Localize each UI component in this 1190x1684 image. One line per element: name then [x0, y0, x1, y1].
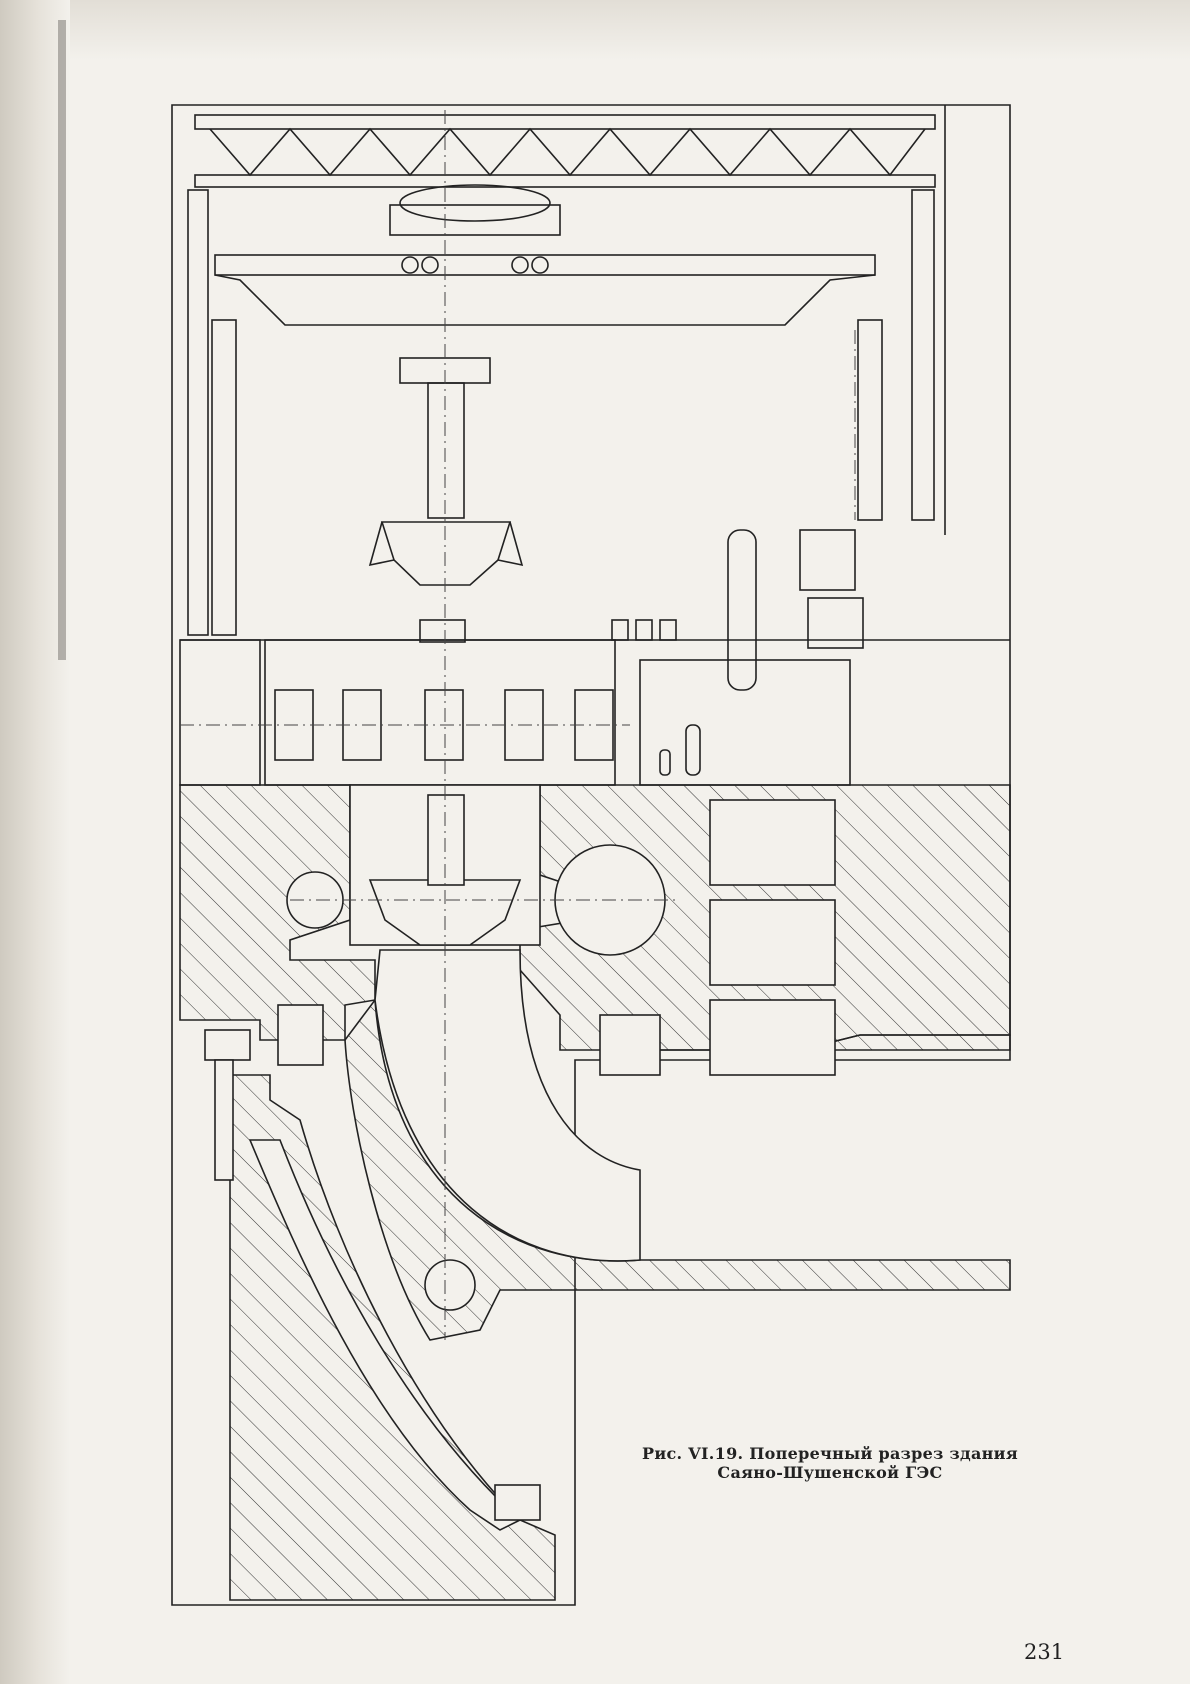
figure-caption: Рис. VI.19. Поперечный разрез здания Сая… [620, 1444, 1040, 1482]
gallery-void-1 [710, 800, 835, 885]
gallery-void-2 [710, 900, 835, 985]
gallery-void-5 [278, 1005, 323, 1065]
intake-lower-equipment [495, 1485, 540, 1520]
drain-pipe-circle [425, 1260, 475, 1310]
concrete-main-mass [180, 785, 375, 1040]
intake-gate-shaft [215, 1060, 233, 1180]
roof-truss [195, 115, 935, 187]
page-number: 231 [1024, 1640, 1064, 1664]
figure-caption-line-1: Рис. VI.19. Поперечный разрез здания [620, 1444, 1040, 1463]
gallery-void-4 [600, 1015, 660, 1075]
right-equipment [612, 530, 863, 690]
gallery-void-3 [710, 1000, 835, 1075]
generator-hall [180, 620, 1010, 785]
building-columns [188, 105, 945, 635]
intake-gate-top [205, 1030, 250, 1060]
overhead-crane [215, 185, 875, 325]
turbine-shaft [428, 795, 464, 885]
generator-rotor-suspended [370, 358, 522, 585]
figure-caption-line-2: Саяно-Шушенской ГЭС [620, 1463, 1040, 1482]
